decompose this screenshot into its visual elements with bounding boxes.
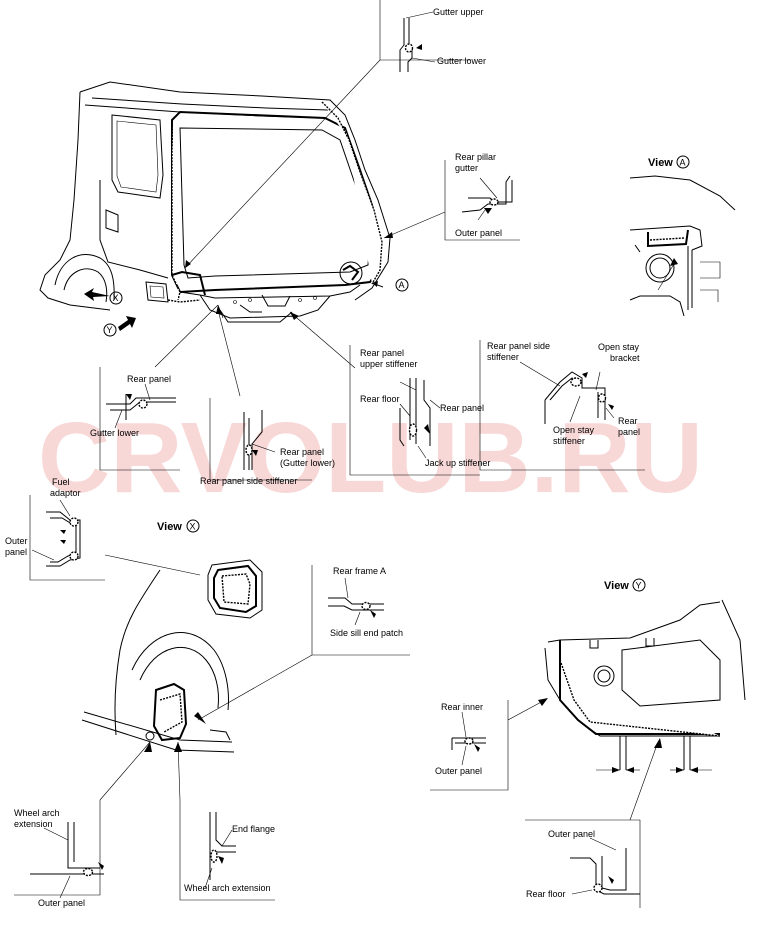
label-rear-panel-os-1: Rear — [618, 416, 638, 426]
view-x-title: View — [157, 521, 182, 533]
label-rear-panel-gl: Rear panel — [127, 374, 171, 384]
label-rps-stiffener-1: Rear panel side — [487, 341, 550, 351]
label-rear-floor-mid: Rear floor — [360, 394, 400, 404]
label-end-flange: End flange — [232, 824, 275, 834]
detail-end-flange: End flange Wheel arch extension — [174, 741, 275, 901]
view-y-title: View — [604, 580, 629, 592]
view-a-title: View — [648, 157, 673, 169]
vehicle-rear-illustration — [39, 81, 391, 323]
view-y: View Y — [507, 578, 746, 821]
svg-text:A: A — [680, 158, 686, 168]
label-gutter-lower: Gutter lower — [437, 56, 486, 66]
label-outer-panel-rpg: Outer panel — [455, 228, 502, 238]
label-outer-panel-ri: Outer panel — [435, 766, 482, 776]
detail-gutter: Gutter upper Gutter lower — [379, 0, 486, 72]
view-x: View X — [81, 519, 313, 753]
label-rear-panel-os-2: panel — [618, 427, 640, 437]
detail-circle-a — [339, 261, 363, 285]
label-outer-panel-wa: Outer panel — [38, 898, 85, 908]
label-jack-up-stiffener: Jack up stiffener — [425, 458, 490, 468]
detail-rear-floor: Outer panel Rear floor — [525, 819, 641, 908]
detail-rear-panel-upper-stiffener: Rear panel upper stiffener Rear floor Re… — [349, 345, 490, 476]
label-outer-panel-fa-1: Outer — [5, 536, 28, 546]
detail-rear-frame-a: Rear frame A Side sill end patch — [311, 565, 410, 656]
svg-text:A: A — [399, 280, 405, 290]
label-rps-upper-stiffener-2: upper stiffener — [360, 359, 417, 369]
label-gutter-upper: Gutter upper — [433, 7, 484, 17]
detail-rear-inner: Rear inner Outer panel — [430, 700, 509, 791]
label-wheel-arch-ext-1: Wheel arch — [14, 808, 60, 818]
detail-open-stay: Rear panel side stiffener Open stay brac… — [479, 340, 645, 471]
label-rear-panel-side-stiffener: Rear panel side stiffener — [200, 476, 297, 486]
detail-wheel-arch-ext: Wheel arch extension Outer panel — [14, 741, 152, 908]
label-gutter-lower-gl: Gutter lower — [90, 428, 139, 438]
label-rear-pillar-gutter-2: gutter — [455, 163, 478, 173]
label-open-stay-bracket-1: Open stay — [598, 342, 640, 352]
label-wheel-arch-extension: Wheel arch extension — [184, 883, 271, 893]
label-rear-inner: Rear inner — [441, 702, 483, 712]
label-open-stay-stiffener-1: Open stay — [553, 425, 595, 435]
svg-text:Y: Y — [107, 325, 113, 335]
label-rear-frame-a: Rear frame A — [333, 566, 386, 576]
label-rear-panel-mid: Rear panel — [440, 403, 484, 413]
leader-arrowheads — [185, 232, 393, 320]
svg-text:X: X — [190, 522, 196, 532]
label-open-stay-stiffener-2: stiffener — [553, 436, 585, 446]
label-wheel-arch-ext-2: extension — [14, 819, 53, 829]
label-rps-upper-stiffener-1: Rear panel — [360, 348, 404, 358]
leader-lines — [154, 59, 446, 397]
label-rear-panel-g-1: Rear panel — [280, 447, 324, 457]
label-rear-pillar-gutter-1: Rear pillar — [455, 152, 496, 162]
detail-rear-panel-gutter-lower: Rear panel Gutter lower — [90, 367, 180, 471]
label-open-stay-bracket-2: bracket — [610, 353, 640, 363]
label-rps-stiffener-2: stiffener — [487, 352, 519, 362]
detail-fuel-adaptor: Fuel adaptor Outer panel — [5, 477, 201, 581]
svg-text:Y: Y — [636, 581, 642, 591]
marker-a-arrow: A — [371, 278, 409, 292]
marker-y-arrow: Y — [103, 316, 136, 337]
view-a: View A — [629, 155, 736, 317]
label-outer-panel-fa-2: panel — [5, 547, 27, 557]
label-rear-floor-rf: Rear floor — [526, 889, 566, 899]
label-rear-panel-g-2: (Gutter lower) — [280, 458, 335, 468]
label-outer-panel-rf: Outer panel — [548, 829, 595, 839]
label-side-sill-end-patch: Side sill end patch — [330, 628, 403, 638]
label-fuel-adaptor-1: Fuel — [52, 477, 70, 487]
label-fuel-adaptor-2: adaptor — [50, 488, 81, 498]
marker-x-arrow: X — [84, 288, 123, 305]
detail-rear-panel-side-stiffener: Rear panel (Gutter lower) Rear panel sid… — [200, 398, 335, 486]
detail-rear-pillar-gutter: Rear pillar gutter Outer panel — [444, 152, 520, 241]
svg-text:X: X — [113, 293, 119, 303]
watermark: CRVOLUB.RU — [38, 402, 703, 514]
